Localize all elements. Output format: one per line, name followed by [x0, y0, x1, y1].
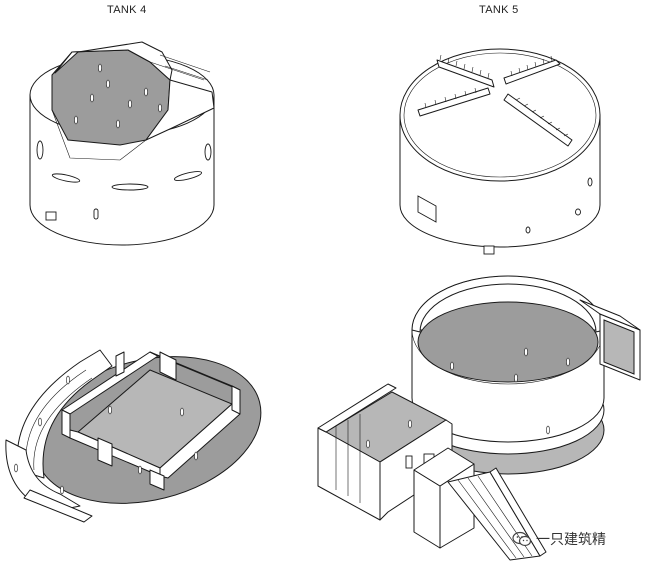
watermark-text: 一只建筑精: [536, 532, 606, 548]
tank-4-interior: [5, 349, 262, 523]
tank-5-exterior: [399, 48, 601, 255]
wechat-icon: [512, 531, 532, 547]
tank-4-title: TANK 4: [107, 4, 147, 16]
tank-5-title: TANK 5: [479, 4, 519, 16]
tank-4-exterior: [29, 41, 215, 246]
roof-walkway-beams: [417, 54, 573, 147]
watermark: 一只建筑精: [512, 529, 606, 549]
tank-5-interior: [317, 275, 641, 561]
